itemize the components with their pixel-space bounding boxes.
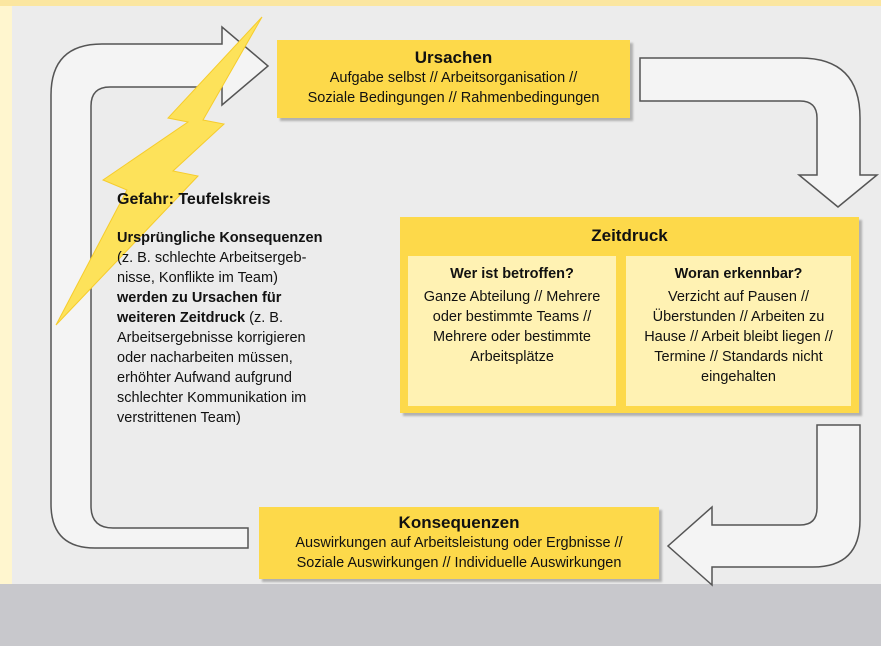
woran-erkennbar-text: Verzicht auf Pausen // Überstunden // Ar… [626, 287, 851, 387]
ursachen-line-2: Soziale Bedingungen // Rahmenbedingungen [307, 90, 600, 106]
side-bold-line: Ursprüngliche Konsequenzen [117, 230, 323, 246]
ursachen-title: Ursachen [414, 48, 493, 67]
side-bold-line: werden zu Ursachen für [117, 290, 282, 306]
konsequenzen-title: Konsequenzen [398, 513, 520, 532]
wer-line: Arbeitsplätze [470, 349, 554, 365]
woran-line: Verzicht auf Pausen // [667, 289, 810, 305]
side-line: verstrittenen Team) [117, 410, 241, 426]
side-line: oder nacharbeiten müssen, [117, 350, 293, 366]
side-line: (z. B. schlechte Arbeitsergeb- [117, 250, 307, 266]
woran-erkennbar-box: Woran erkennbar? Verzicht auf Pausen // … [626, 256, 851, 406]
teufelskreis-explanation: Gefahr: Teufelskreis Ursprüngliche Konse… [117, 190, 347, 428]
zeitdruck-title: Zeitdruck [591, 226, 668, 245]
konsequenzen-line-1: Auswirkungen auf Arbeitsleistung oder Er… [295, 535, 623, 551]
zeitdruck-box: Zeitdruck Wer ist betroffen? Ganze Abtei… [400, 217, 859, 413]
woran-line: Hause // Arbeit bleibt liegen // [644, 329, 833, 345]
wer-ist-betroffen-box: Wer ist betroffen? Ganze Abteilung // Me… [408, 256, 616, 406]
ursachen-box: Ursachen Aufgabe selbst // Arbeitsorgani… [277, 40, 630, 118]
lightning-bolt-icon [55, 16, 263, 326]
side-line: nisse, Konflikte im Team) [117, 270, 278, 286]
konsequenzen-box: Konsequenzen Auswirkungen auf Arbeitslei… [259, 507, 659, 579]
side-line: schlechter Kommunikation im [117, 390, 307, 406]
arrow-zeitdruck-to-konsequenzen [666, 424, 861, 587]
konsequenzen-line-2: Soziale Auswirkungen // Individuelle Aus… [296, 555, 622, 571]
bottom-bar [0, 584, 881, 646]
woran-line: Termine // Standards nicht [654, 349, 823, 365]
wer-ist-betroffen-text: Ganze Abteilung // Mehrere oder bestimmt… [408, 287, 616, 367]
woran-line: Überstunden // Arbeiten zu [652, 309, 825, 325]
wer-line: oder bestimmte Teams // [432, 309, 592, 325]
woran-erkennbar-title: Woran erkennbar? [674, 266, 803, 282]
ursachen-line-1: Aufgabe selbst // Arbeitsorganisation // [329, 70, 578, 86]
side-bold-line: weiteren Zeitdruck [117, 310, 246, 326]
side-line: (z. B. [245, 310, 283, 326]
wer-line: Mehrere oder bestimmte [433, 329, 591, 345]
left-stripe [0, 6, 12, 584]
arrow-konsequenzen-to-ursachen [50, 25, 270, 549]
gefahr-heading: Gefahr: Teufelskreis [117, 191, 271, 208]
wer-line: Ganze Abteilung // Mehrere [423, 289, 601, 305]
side-line: erhöhter Aufwand aufgrund [117, 370, 292, 386]
woran-line: eingehalten [701, 369, 776, 385]
arrow-ursachen-to-zeitdruck [639, 57, 880, 208]
side-line: Arbeitsergebnisse korrigieren [117, 330, 306, 346]
top-stripe [0, 0, 881, 6]
wer-ist-betroffen-title: Wer ist betroffen? [450, 266, 574, 282]
